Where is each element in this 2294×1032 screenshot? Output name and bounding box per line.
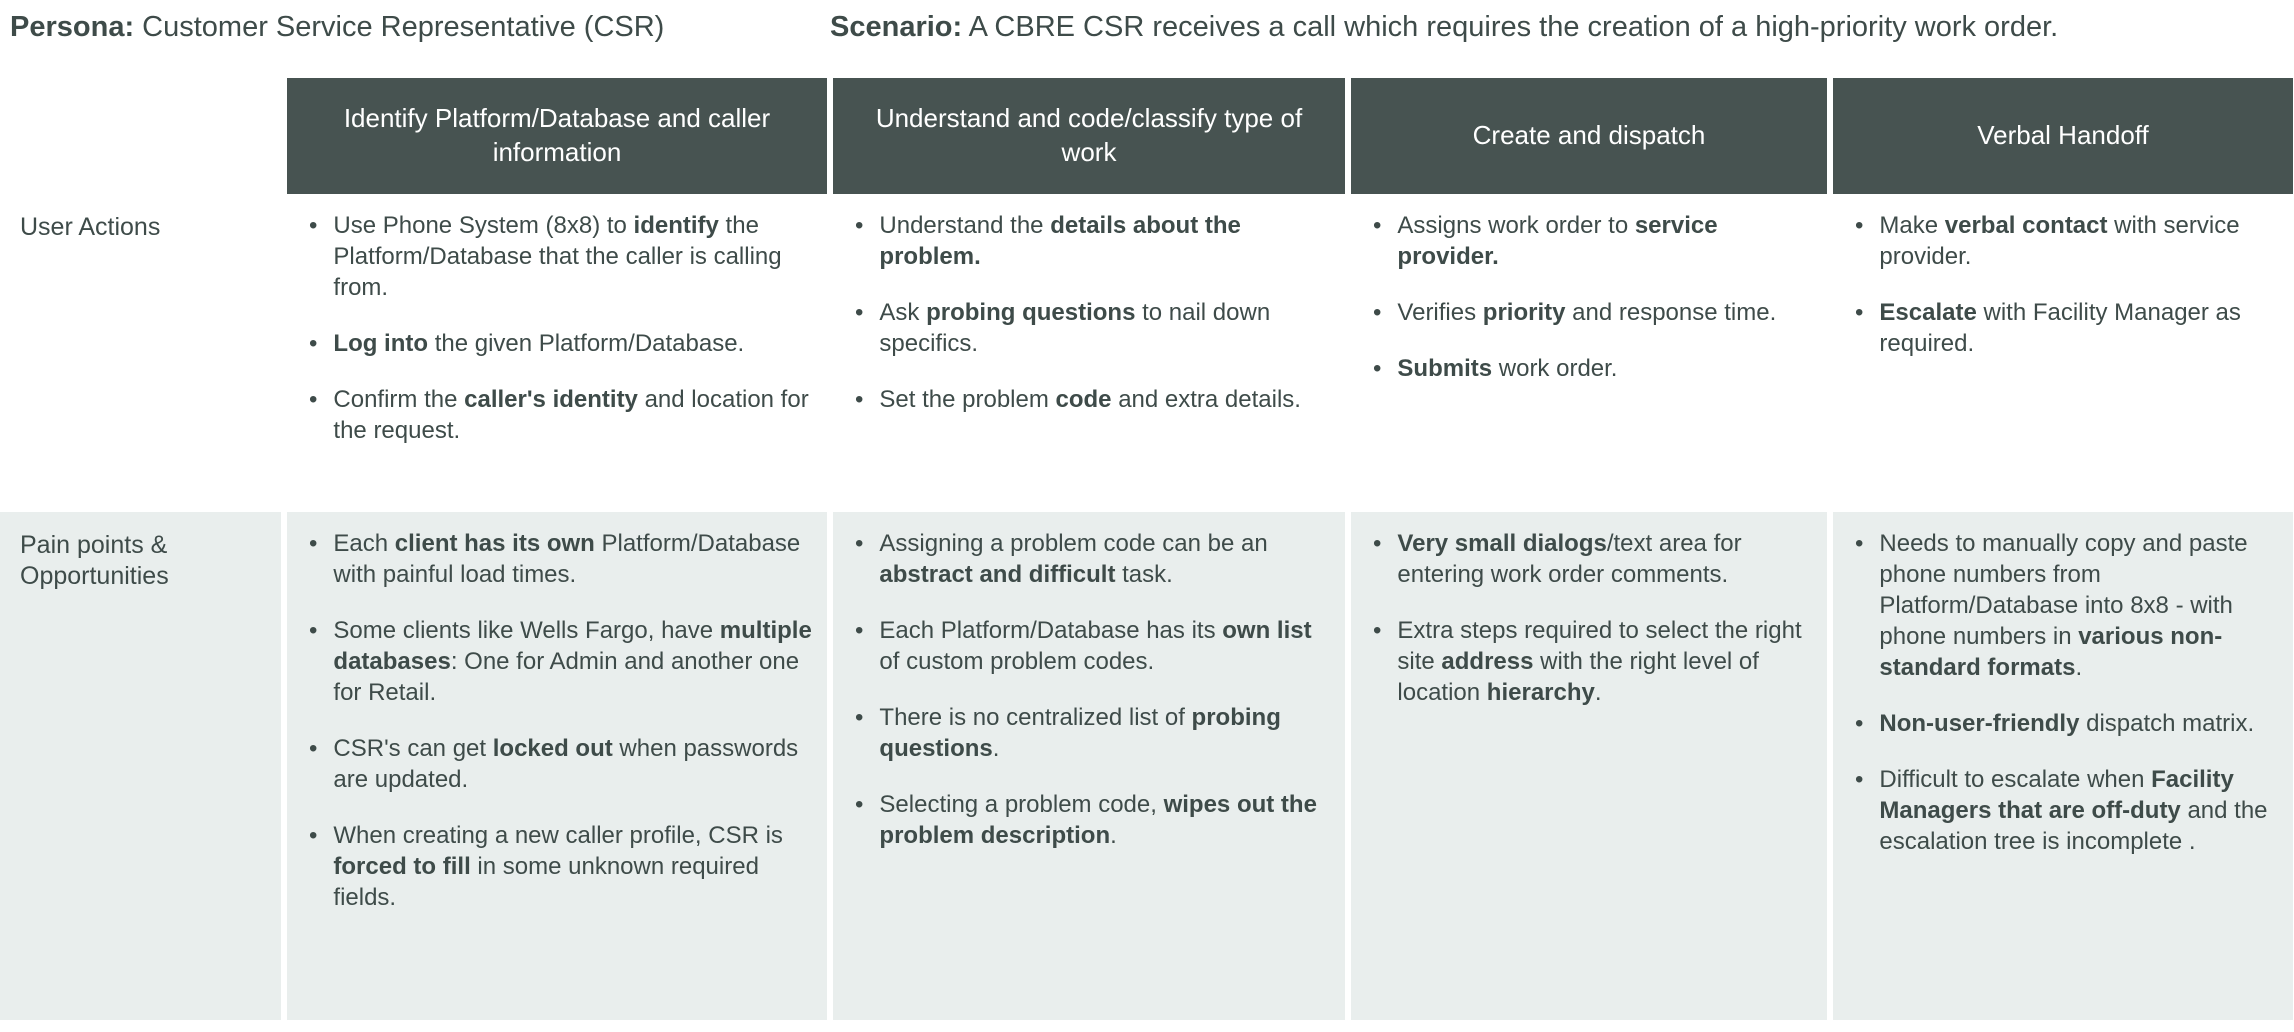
- bullet-glyph: •: [309, 330, 318, 357]
- bullet-glyph: •: [309, 530, 318, 557]
- bullet-glyph: •: [855, 704, 864, 731]
- bullet-text: Set the problem code and extra details.: [879, 386, 1301, 413]
- cell-pain-points-verbal-handoff: • Needs to manually copy and paste phone …: [1833, 512, 2293, 1020]
- bullet-text: Each client has its own Platform/Databas…: [333, 530, 801, 588]
- bullet-item: • Ask probing questions to nail down spec…: [855, 297, 1331, 359]
- cell-user-actions-identify: • Use Phone System (8x8) to identify the …: [287, 194, 827, 512]
- bullet-glyph: •: [1855, 710, 1864, 737]
- bullet-text: Escalate with Facility Manager as requir…: [1879, 299, 2241, 357]
- bullet-glyph: •: [309, 735, 318, 762]
- bullet-glyph: •: [1855, 299, 1864, 326]
- bullet-glyph: •: [309, 386, 318, 413]
- persona-label: Persona:: [10, 11, 135, 43]
- bullet-glyph: •: [1855, 212, 1864, 239]
- bullet-item: • Log into the given Platform/Database.: [309, 328, 813, 359]
- bullet-glyph: •: [309, 212, 318, 239]
- bullet-text: Selecting a problem code, wipes out the …: [879, 791, 1317, 849]
- cell-user-actions-understand: • Understand the details about the proble…: [833, 194, 1345, 512]
- bullet-text: Non-user-friendly dispatch matrix.: [1879, 710, 2255, 737]
- bullet-text: Make verbal contact with service provide…: [1879, 212, 2240, 270]
- cell-pain-points-create-dispatch: • Very small dialogs/text area for enteri…: [1351, 512, 1827, 1020]
- bullet-item: • Submits work order.: [1373, 353, 1813, 384]
- bullet-text: Assigns work order to service provider.: [1397, 212, 1718, 270]
- bullet-text: Understand the details about the problem…: [879, 212, 1241, 270]
- bullet-item: • Assigning a problem code can be an abst…: [855, 528, 1331, 590]
- bullet-text: Submits work order.: [1397, 355, 1618, 382]
- bullet-glyph: •: [1373, 299, 1382, 326]
- bullet-text: Extra steps required to select the right…: [1397, 617, 1802, 706]
- stage-header-understand: Understand and code/classify type of wor…: [833, 78, 1345, 194]
- bullet-glyph: •: [309, 617, 318, 644]
- bullet-item: • Selecting a problem code, wipes out the…: [855, 789, 1331, 851]
- persona-value: Customer Service Representative (CSR): [134, 11, 665, 43]
- bullet-text: Use Phone System (8x8) to identify the P…: [333, 212, 782, 301]
- bullet-item: • Each client has its own Platform/Databa…: [309, 528, 813, 590]
- bullet-glyph: •: [855, 212, 864, 239]
- bullet-item: • Some clients like Wells Fargo, have mul…: [309, 615, 813, 708]
- journey-table: Identify Platform/Database and caller in…: [0, 78, 2294, 1020]
- cell-pain-points-identify: • Each client has its own Platform/Databa…: [287, 512, 827, 1020]
- bullet-item: • CSR's can get locked out when passwords…: [309, 733, 813, 795]
- bullet-item: • Very small dialogs/text area for enteri…: [1373, 528, 1813, 590]
- stage-header-identify: Identify Platform/Database and caller in…: [287, 78, 827, 194]
- bullet-glyph: •: [1373, 355, 1382, 382]
- bullet-item: • Verifies priority and response time.: [1373, 297, 1813, 328]
- cell-pain-points-understand: • Assigning a problem code can be an abst…: [833, 512, 1345, 1020]
- bullet-glyph: •: [855, 617, 864, 644]
- bullet-item: • Confirm the caller's identity and locat…: [309, 384, 813, 446]
- bullet-glyph: •: [1373, 617, 1382, 644]
- bullet-glyph: •: [855, 386, 864, 413]
- bullet-glyph: •: [855, 299, 864, 326]
- stage-header-verbal-handoff: Verbal Handoff: [1833, 78, 2293, 194]
- bullet-item: • There is no centralized list of probing…: [855, 702, 1331, 764]
- bullet-text: Needs to manually copy and paste phone n…: [1879, 530, 2248, 681]
- bullet-text: Verifies priority and response time.: [1397, 299, 1777, 326]
- row-label-user-actions: User Actions: [0, 194, 281, 512]
- bullet-text: There is no centralized list of probing …: [879, 704, 1281, 762]
- bullet-item: • When creating a new caller profile, CSR…: [309, 820, 813, 913]
- bullet-text: Some clients like Wells Fargo, have mult…: [333, 617, 812, 706]
- bullet-item: • Assigns work order to service provider.: [1373, 210, 1813, 272]
- scenario-value: A CBRE CSR receives a call which require…: [962, 11, 2059, 43]
- header-spacer: [0, 78, 281, 194]
- cell-user-actions-create-dispatch: • Assigns work order to service provider.…: [1351, 194, 1827, 512]
- bullet-item: • Understand the details about the proble…: [855, 210, 1331, 272]
- bullet-glyph: •: [855, 791, 864, 818]
- scenario-title: Scenario: A CBRE CSR receives a call whi…: [830, 10, 2294, 45]
- slide-title-bar: Persona: Customer Service Representative…: [0, 0, 2294, 78]
- bullet-glyph: •: [1855, 530, 1864, 557]
- bullet-glyph: •: [855, 530, 864, 557]
- bullet-glyph: •: [1855, 766, 1864, 793]
- bullet-text: Difficult to escalate when Facility Mana…: [1879, 766, 2268, 855]
- persona-title: Persona: Customer Service Representative…: [10, 10, 830, 45]
- bullet-item: • Non-user-friendly dispatch matrix.: [1855, 708, 2279, 739]
- bullet-item: • Set the problem code and extra details.: [855, 384, 1331, 415]
- bullet-glyph: •: [1373, 530, 1382, 557]
- bullet-item: • Difficult to escalate when Facility Man…: [1855, 764, 2279, 857]
- bullet-glyph: •: [1373, 212, 1382, 239]
- bullet-text: When creating a new caller profile, CSR …: [333, 822, 783, 911]
- bullet-text: Assigning a problem code can be an abstr…: [879, 530, 1268, 588]
- bullet-item: • Each Platform/Database has its own list…: [855, 615, 1331, 677]
- row-label-pain-points: Pain points & Opportunities: [0, 512, 281, 1020]
- cell-user-actions-verbal-handoff: • Make verbal contact with service provid…: [1833, 194, 2293, 512]
- bullet-item: • Needs to manually copy and paste phone …: [1855, 528, 2279, 683]
- bullet-item: • Use Phone System (8x8) to identify the …: [309, 210, 813, 303]
- bullet-glyph: •: [309, 822, 318, 849]
- bullet-item: • Make verbal contact with service provid…: [1855, 210, 2279, 272]
- bullet-item: • Extra steps required to select the righ…: [1373, 615, 1813, 708]
- stage-header-create-dispatch: Create and dispatch: [1351, 78, 1827, 194]
- bullet-text: CSR's can get locked out when passwords …: [333, 735, 799, 793]
- bullet-text: Each Platform/Database has its own list …: [879, 617, 1312, 675]
- bullet-text: Very small dialogs/text area for enterin…: [1397, 530, 1742, 588]
- bullet-text: Log into the given Platform/Database.: [333, 330, 745, 357]
- bullet-text: Ask probing questions to nail down speci…: [879, 299, 1271, 357]
- bullet-text: Confirm the caller's identity and locati…: [333, 386, 809, 444]
- bullet-item: • Escalate with Facility Manager as requi…: [1855, 297, 2279, 359]
- scenario-label: Scenario:: [830, 11, 963, 43]
